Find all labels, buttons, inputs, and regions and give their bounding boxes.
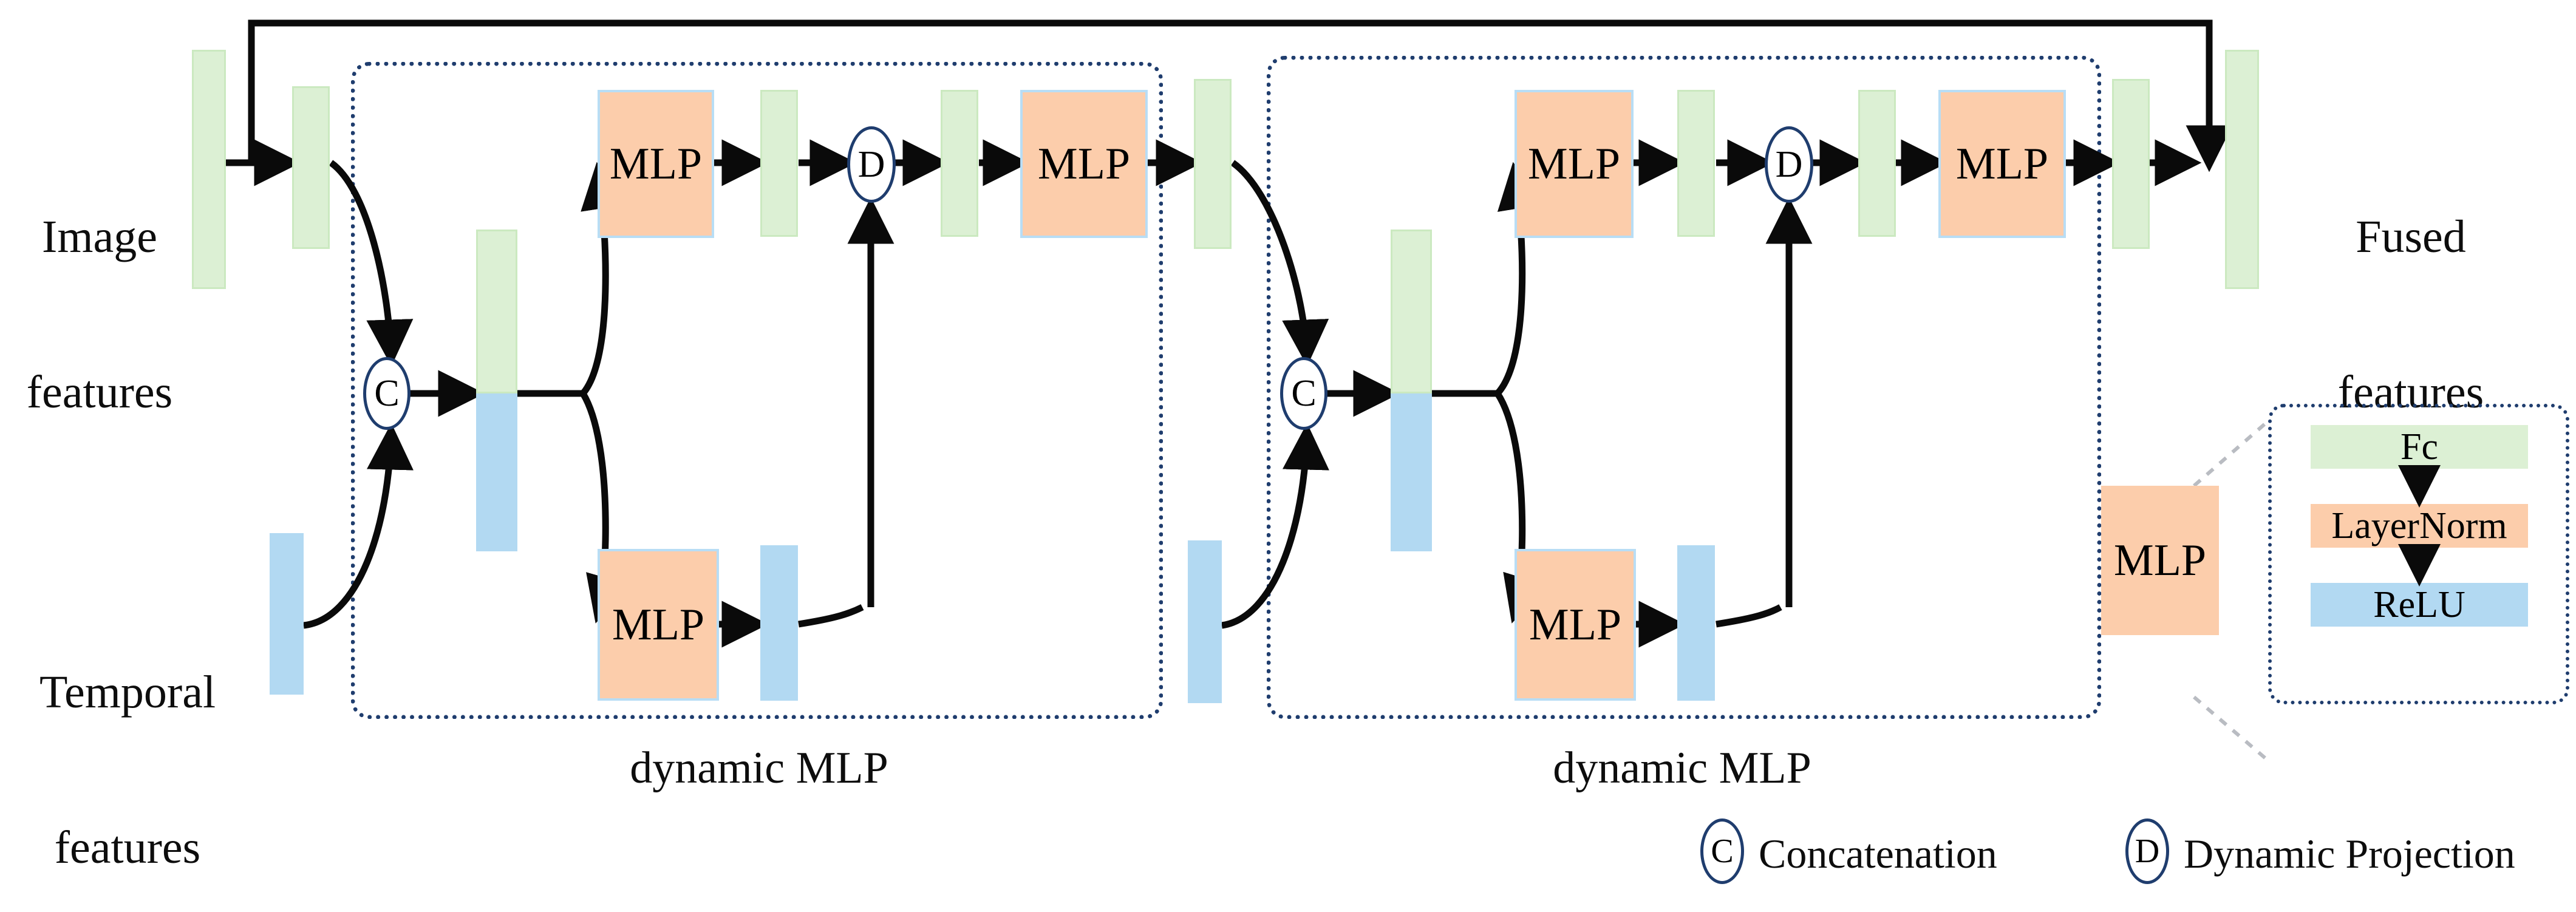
dynamic-mlp-label-1: dynamic MLP — [630, 743, 888, 793]
legend-dynamic-projection-icon: D — [2125, 818, 2169, 884]
mlp-box-1-upper-first[interactable]: MLP — [598, 90, 714, 238]
block1-out-bar — [1194, 79, 1232, 249]
temporal-features-label-line1: Temporal — [39, 667, 216, 718]
mlp-sample-box[interactable]: MLP — [2101, 486, 2219, 635]
dynamic-mlp-group-2 — [1267, 56, 2101, 719]
dynamic-mlp-label-2: dynamic MLP — [1553, 743, 1811, 793]
lower-mlp1-out-bar — [760, 545, 798, 701]
mlp-box-1-upper-second[interactable]: MLP — [1020, 90, 1148, 238]
dynamic-mlp-group-1 — [351, 62, 1163, 719]
image-features-bar — [192, 50, 226, 289]
legend-dynamic-projection-text: Dynamic Projection — [2184, 831, 2515, 877]
dynamic-projection-node-1[interactable]: D — [847, 126, 896, 203]
image-features-label: Image features — [15, 108, 185, 522]
image-features-label-line1: Image — [42, 211, 157, 263]
temporal-features-bar — [270, 533, 304, 695]
fused-features-label: Fused features — [2283, 108, 2538, 522]
concat2-green-bar — [1391, 230, 1432, 393]
mlp-detail-relu: ReLU — [2311, 583, 2528, 627]
temporal-features-label-line2: features — [54, 822, 201, 873]
mlp-box-2-upper-second[interactable]: MLP — [1938, 90, 2066, 238]
mlp-box-2-lower[interactable]: MLP — [1515, 549, 1636, 701]
lower-mlp2-out-bar — [1677, 545, 1715, 701]
block2-out-bar — [2112, 79, 2150, 249]
fused-features-label-line1: Fused — [2356, 211, 2466, 263]
mlp2-out-bar — [1677, 90, 1715, 237]
dproj1-out-bar — [941, 90, 978, 237]
dynamic-projection-node-2[interactable]: D — [1765, 126, 1813, 203]
concatenation-node-1[interactable]: C — [363, 357, 411, 430]
dproj2-out-bar — [1858, 90, 1896, 237]
mlp-detail-fc: Fc — [2311, 425, 2528, 469]
concat1-green-bar — [476, 230, 517, 393]
concat2-blue-bar — [1391, 393, 1432, 551]
mlp-detail-layernorm: LayerNorm — [2311, 504, 2528, 548]
legend-concatenation-icon: C — [1700, 818, 1744, 884]
mlp-box-2-upper-first[interactable]: MLP — [1515, 90, 1634, 238]
fused-features-label-line2: features — [2337, 366, 2484, 418]
image-features-label-line2: features — [26, 366, 173, 418]
fused-features-bar — [2225, 50, 2259, 289]
concatenation-node-2[interactable]: C — [1280, 357, 1327, 430]
image-proj-bar — [292, 86, 330, 249]
mlp1-out-bar — [760, 90, 798, 237]
block1-temporal-bar — [1188, 540, 1222, 703]
concat1-blue-bar — [476, 393, 517, 551]
temporal-features-label: Temporal features — [0, 563, 255, 912]
mlp-detail-box — [2268, 404, 2569, 704]
mlp-box-1-lower[interactable]: MLP — [598, 549, 719, 701]
legend-concatenation-text: Concatenation — [1759, 831, 1997, 877]
